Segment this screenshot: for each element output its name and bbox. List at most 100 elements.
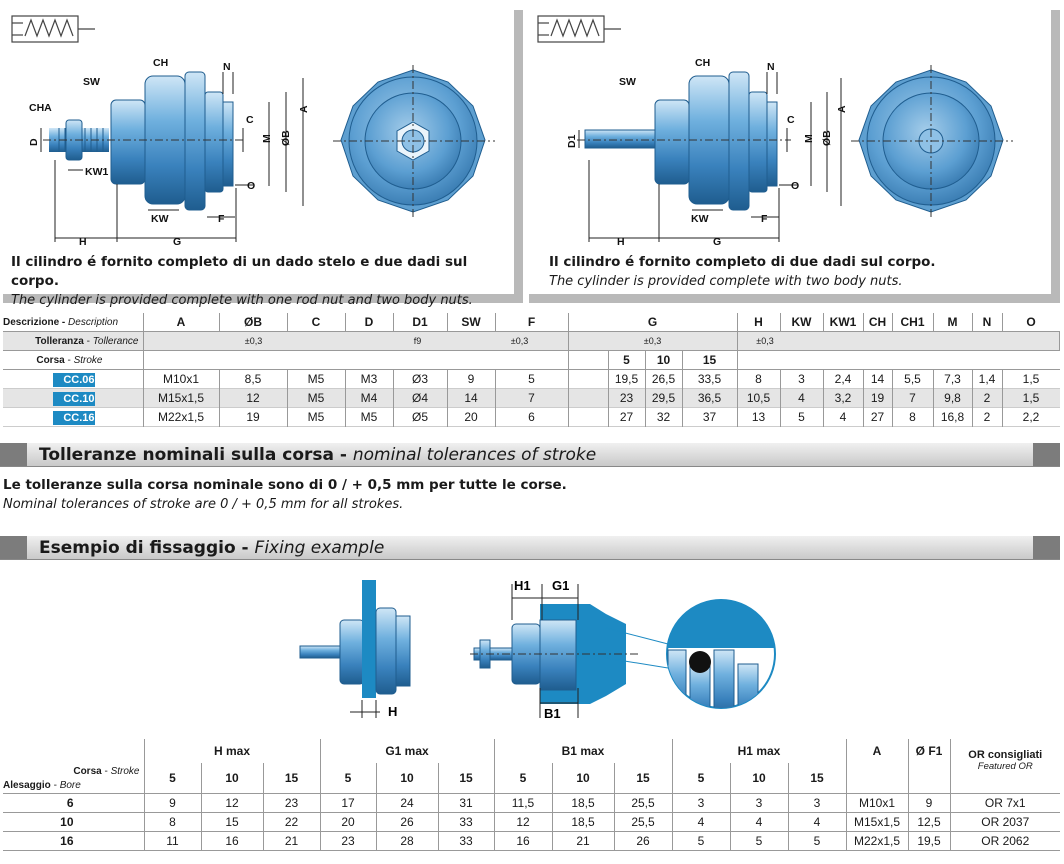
col-sw: SW bbox=[447, 313, 496, 332]
label-o: O bbox=[247, 180, 255, 192]
cell-d: M5 bbox=[345, 407, 394, 427]
front-view bbox=[851, 65, 1013, 220]
cell-f: 6 bbox=[495, 407, 569, 427]
cylinder-drawing-rod-nut: CH N SW CHA D C M ØB A KW1 O KW F H G bbox=[11, 15, 495, 248]
col-kw1: KW1 bbox=[823, 313, 864, 332]
label-d: D bbox=[28, 138, 40, 146]
section-title: Tolleranze nominali sulla corsa - nomina… bbox=[39, 445, 597, 465]
cell-h1: 3 bbox=[787, 793, 846, 812]
label-m: M bbox=[261, 134, 273, 143]
col-d: D bbox=[345, 313, 394, 332]
label-cha: CHA bbox=[29, 102, 52, 114]
label-ch: CH bbox=[695, 57, 710, 69]
cell-h: 23 bbox=[262, 793, 320, 812]
cell-g: 29,5 bbox=[645, 388, 683, 408]
cell-b1: 16 bbox=[493, 831, 552, 850]
cell-or: OR 2062 bbox=[949, 831, 1060, 850]
cell-b: 19 bbox=[219, 407, 288, 427]
cell-g: 33,5 bbox=[682, 369, 738, 389]
cell-h1: 4 bbox=[729, 812, 788, 831]
cell-f1: 12,5 bbox=[907, 812, 950, 831]
cell-sw: 20 bbox=[447, 407, 496, 427]
label-sw: SW bbox=[619, 76, 636, 88]
caption-rod-nut: Il cilindro é fornito completo di un dad… bbox=[11, 253, 514, 310]
cell-n: 2 bbox=[972, 388, 1003, 408]
cell-d: M3 bbox=[345, 369, 394, 389]
label-g: G bbox=[173, 236, 181, 248]
cell-g: 27 bbox=[608, 407, 646, 427]
cell-a: M15x1,5 bbox=[845, 812, 908, 831]
cell-m: 9,8 bbox=[933, 388, 973, 408]
stroke-15: 15 bbox=[437, 763, 494, 793]
col-g: G bbox=[568, 313, 738, 332]
side-view bbox=[577, 71, 791, 211]
cell-d1: Ø3 bbox=[393, 369, 448, 389]
cell-g1: 23 bbox=[319, 831, 376, 850]
cell-g1: 28 bbox=[375, 831, 438, 850]
group-f1: Ø F1 bbox=[907, 739, 950, 763]
caption-body-nuts: Il cilindro é fornito completo di due da… bbox=[549, 253, 936, 291]
label-g: G bbox=[713, 236, 721, 248]
fixing-table: H max G1 max B1 max H1 max A Ø F1 OR con… bbox=[3, 739, 1060, 851]
group-a: A bbox=[845, 739, 908, 763]
cell-f: 5 bbox=[495, 369, 569, 389]
col-f: F bbox=[495, 313, 569, 332]
group-b1-max: B1 max bbox=[493, 739, 672, 763]
cell-h1: 5 bbox=[671, 831, 730, 850]
label-m: M bbox=[803, 134, 815, 143]
bar-marker bbox=[0, 443, 27, 466]
tolerance-text-it: Le tolleranze sulla corsa nominale sono … bbox=[3, 477, 567, 493]
tol-d1: f9 bbox=[413, 336, 422, 346]
stroke-5: 5 bbox=[143, 763, 201, 793]
col-m: M bbox=[933, 313, 973, 332]
cell-g: 36,5 bbox=[682, 388, 738, 408]
cell-b: 12 bbox=[219, 388, 288, 408]
front-view bbox=[333, 65, 495, 220]
label-h1: H1 bbox=[514, 578, 531, 593]
label-c: C bbox=[246, 114, 254, 126]
cell-sw: 9 bbox=[447, 369, 496, 389]
col-a: A bbox=[143, 313, 220, 332]
cell-or: OR 2037 bbox=[949, 812, 1060, 831]
label-kw1: KW1 bbox=[85, 166, 108, 178]
spring-symbol-icon bbox=[537, 15, 621, 43]
caption-en: The cylinder is provided complete with o… bbox=[11, 293, 473, 308]
label-f: F bbox=[761, 213, 768, 225]
cell-n: 1,4 bbox=[972, 369, 1003, 389]
cell-g1: 31 bbox=[437, 793, 494, 812]
cell-g-blank bbox=[568, 407, 609, 427]
bar-marker-right bbox=[1033, 443, 1060, 466]
stroke-5: 5 bbox=[319, 763, 376, 793]
label-h: H bbox=[79, 236, 87, 248]
cell-o: 1,5 bbox=[1022, 372, 1040, 386]
cell-g1: 26 bbox=[375, 812, 438, 831]
bar-marker bbox=[0, 536, 27, 559]
section-bar-stroke-tolerances: Tolleranze nominali sulla corsa - nomina… bbox=[0, 443, 1060, 467]
cell-g1: 24 bbox=[375, 793, 438, 812]
cell-ch1: 5,5 bbox=[892, 369, 934, 389]
cell-h: 11 bbox=[143, 831, 201, 850]
cell-ch1: 7 bbox=[892, 388, 934, 408]
cell-h: 16 bbox=[200, 831, 263, 850]
col-kw: KW bbox=[780, 313, 824, 332]
diagram-panel-body-nuts: CH N SW D1 C M ØB A O KW F H G Il cilind… bbox=[529, 10, 1060, 303]
dimension-table: Descrizione - Description A ØB C D D1 SW… bbox=[3, 313, 1060, 427]
cell-g1: 17 bbox=[319, 793, 376, 812]
cell-b: 8,5 bbox=[219, 369, 288, 389]
label-b: ØB bbox=[821, 130, 833, 146]
cell-h1: 3 bbox=[729, 793, 788, 812]
section-bar-fixing-example: Esempio di fissaggio - Fixing example bbox=[0, 536, 1060, 560]
bore-cell: 16 bbox=[60, 833, 74, 848]
cell-h: 21 bbox=[262, 831, 320, 850]
spring-symbol-icon bbox=[11, 15, 95, 43]
cell-d1: Ø4 bbox=[393, 388, 448, 408]
threaded-mount-view: H1 G1 B1 bbox=[470, 578, 669, 721]
cell-kw1: 3,2 bbox=[823, 388, 864, 408]
cell-ch: 14 bbox=[863, 369, 893, 389]
bar-marker-right bbox=[1033, 536, 1060, 559]
